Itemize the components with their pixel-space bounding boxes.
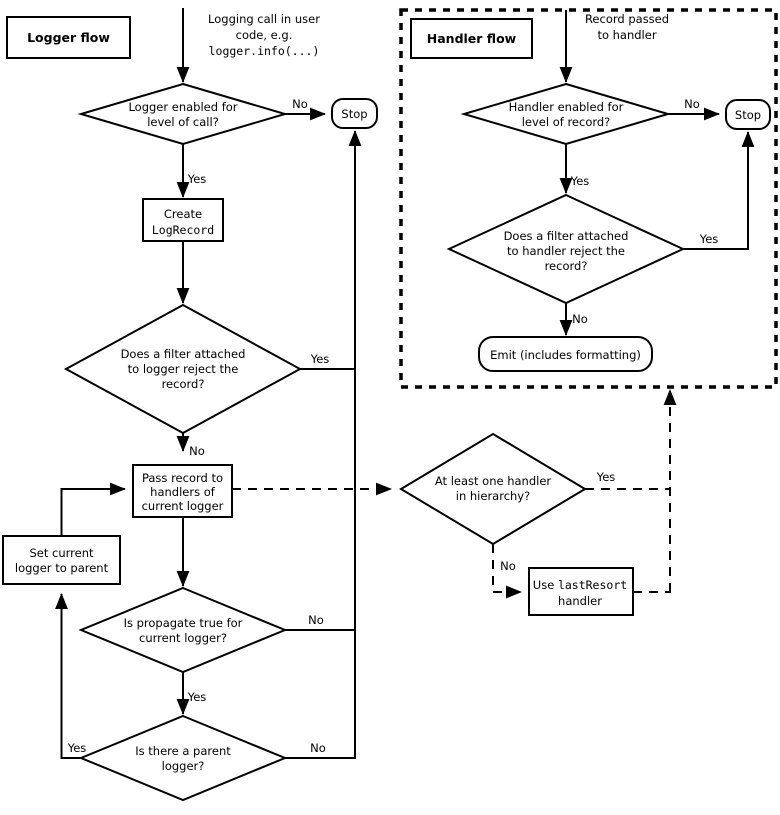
node-stop-handler: Stop: [725, 99, 771, 130]
handler-flow-label-box: Handler flow: [410, 18, 533, 59]
node-any-handler-line1: At least one handler: [435, 474, 552, 488]
edge-label-logger-filter-no: No: [189, 444, 205, 458]
node-has-parent-line1: Is there a parent: [135, 744, 231, 758]
node-any-handler-line2: in hierarchy?: [456, 489, 530, 503]
node-handler-enabled: Handler enabled for level of record?: [460, 82, 672, 146]
node-handler-filter-line2: to handler reject the: [507, 244, 625, 258]
node-stop-logger: Stop: [331, 98, 378, 129]
node-pass-record-line2: handlers of: [150, 485, 216, 499]
logger-flow-label-box: Logger flow: [6, 16, 131, 59]
node-pass-record-line3: current logger: [142, 499, 224, 513]
node-is-propagate-line2: current logger?: [139, 631, 227, 645]
edge-label-has-parent-yes: Yes: [67, 741, 87, 755]
node-create-logrecord: Create LogRecord: [142, 198, 224, 242]
node-pass-record-line1: Pass record to: [142, 471, 223, 485]
node-has-parent: Is there a parent logger?: [78, 714, 288, 802]
logger-entry-note: Logging call in user code, e.g. logger.i…: [208, 12, 320, 58]
node-stop-handler-label: Stop: [735, 108, 761, 122]
node-logger-enabled: Logger enabled for level of call?: [77, 82, 289, 146]
node-create-logrecord-line1: Create: [164, 207, 202, 221]
edge-has-parent-yes: [55, 593, 81, 759]
node-logger-enabled-line1: Logger enabled for: [128, 100, 237, 114]
edge-label-logger-filter-yes: Yes: [310, 352, 330, 366]
node-use-lastresort-prefix: Use: [533, 578, 558, 592]
logger-flow-label: Logger flow: [27, 30, 110, 45]
handler-flow-region: [399, 8, 778, 389]
node-pass-record: Pass record to handlers of current logge…: [132, 464, 233, 518]
edge-any-handler-no: [492, 544, 522, 599]
edge-label-handler-enabled-no: No: [684, 97, 700, 111]
edge-handler-filter-yes: [683, 131, 755, 250]
handler-entry-note-line2: to handler: [597, 28, 656, 42]
logger-entry-note-line2: code, e.g.: [236, 28, 293, 42]
edge-label-handler-filter-yes: Yes: [699, 232, 719, 246]
node-has-parent-line2: logger?: [162, 759, 205, 773]
edge-label-handler-filter-no: No: [572, 312, 588, 326]
node-emit-label: Emit (includes formatting): [490, 348, 641, 362]
edge-label-logger-enabled-yes: Yes: [187, 172, 207, 186]
node-logger-filter-line2: to logger reject the: [128, 362, 239, 376]
node-create-logrecord-line2: LogRecord: [152, 223, 214, 237]
edge-label-any-handler-yes: Yes: [596, 470, 616, 484]
node-handler-enabled-line1: Handler enabled for: [509, 100, 624, 114]
node-handler-filter-line1: Does a filter attached: [504, 229, 629, 243]
logger-entry-note-line1: Logging call in user: [208, 12, 320, 26]
node-logger-filter-line3: record?: [162, 377, 205, 391]
node-handler-filter-line3: record?: [545, 259, 588, 273]
node-logger-enabled-line2: level of call?: [147, 115, 219, 129]
node-any-handler: At least one handler in hierarchy?: [399, 432, 587, 546]
node-handler-enabled-line2: level of record?: [522, 115, 611, 129]
node-set-parent-line1: Set current: [29, 546, 94, 560]
logger-entry-note-code: logger.info(...): [209, 44, 320, 58]
node-handler-filter: Does a filter attached to handler reject…: [446, 193, 686, 305]
edge-logger-filter-yes: [300, 130, 362, 370]
handler-entry-note-line1: Record passed: [585, 12, 669, 26]
node-stop-logger-label: Stop: [341, 107, 367, 121]
edge-label-handler-enabled-yes: Yes: [570, 174, 590, 188]
handler-entry-note: Record passed to handler: [585, 12, 669, 42]
node-use-lastresort-line1: Use lastResort: [533, 578, 627, 592]
edge-label-has-parent-no: No: [310, 741, 326, 755]
node-use-lastresort-mono: lastResort: [558, 578, 627, 592]
edge-set-parent-to-pass-record: [60, 482, 126, 536]
node-is-propagate-line1: Is propagate true for: [124, 616, 243, 630]
node-set-parent: Set current logger to parent: [2, 535, 121, 585]
edge-label-any-handler-no: No: [500, 559, 516, 573]
node-use-lastresort-line2: handler: [558, 594, 602, 608]
edge-label-propagate-yes: Yes: [187, 690, 207, 704]
node-logger-filter: Does a filter attached to logger reject …: [63, 303, 303, 435]
handler-flow-label: Handler flow: [427, 31, 517, 46]
edge-label-propagate-no: No: [308, 613, 324, 627]
node-set-parent-line2: logger to parent: [15, 561, 109, 575]
node-emit: Emit (includes formatting): [478, 336, 653, 372]
edge-label-logger-enabled-no: No: [292, 97, 308, 111]
node-is-propagate: Is propagate true for current logger?: [78, 586, 288, 674]
node-logger-filter-line1: Does a filter attached: [121, 347, 246, 361]
node-use-lastresort: Use lastResort handler: [528, 567, 634, 616]
